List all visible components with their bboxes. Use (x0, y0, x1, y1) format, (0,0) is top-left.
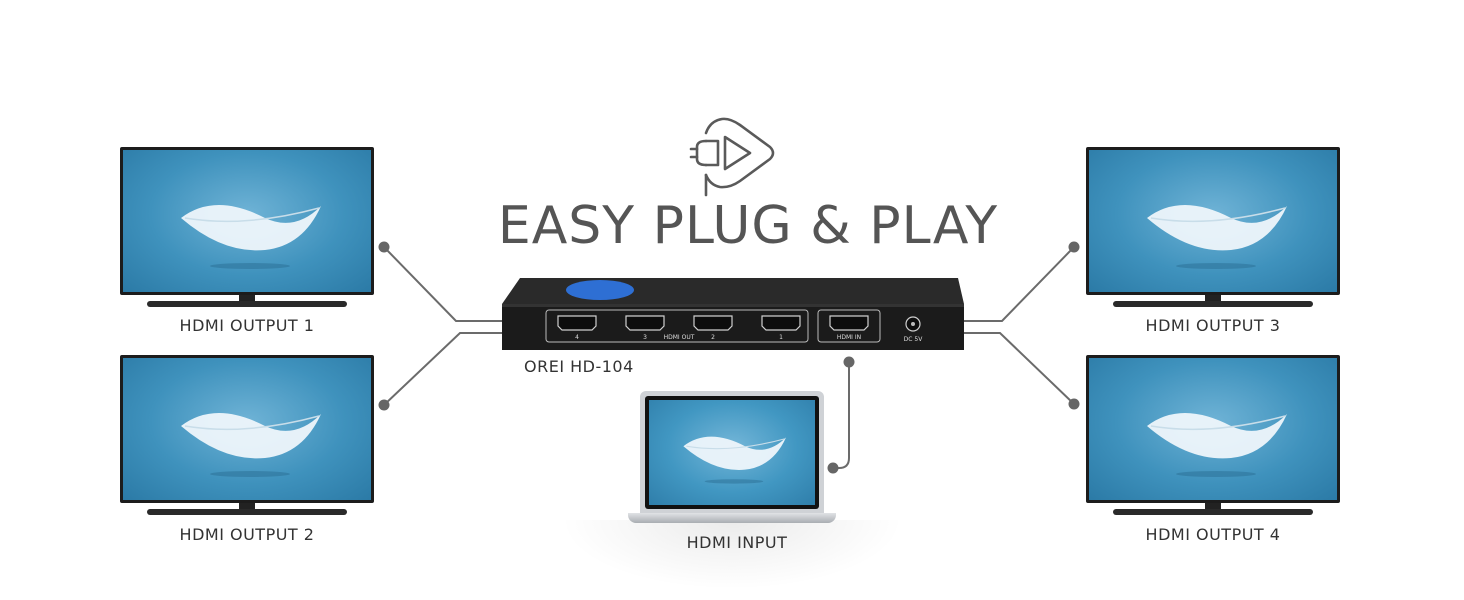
laptop-input (640, 391, 824, 513)
feather-icon (1147, 413, 1287, 477)
port-out-1 (761, 315, 801, 331)
tv-base (147, 509, 347, 515)
tv-screen (1086, 147, 1340, 295)
tv-base (1113, 301, 1313, 307)
label-output-2: HDMI OUTPUT 2 (179, 525, 315, 544)
tv-screen (120, 147, 374, 295)
tv-screen (1086, 355, 1340, 503)
page-title: EASY PLUG & PLAY (497, 196, 999, 256)
device-logo (566, 280, 634, 300)
laptop-base (628, 513, 836, 523)
tv-stand (1205, 503, 1221, 509)
tv-display (123, 358, 371, 500)
label-output-4: HDMI OUTPUT 4 (1145, 525, 1281, 544)
feather-icon (683, 436, 787, 484)
tv-screen (120, 355, 374, 503)
tv-output-4 (1086, 355, 1340, 527)
node-input-top (843, 356, 855, 368)
node-output-1 (378, 241, 390, 253)
tv-stand (239, 503, 255, 509)
port-out-3 (625, 315, 665, 331)
port-label-dc: DC 5V (904, 336, 924, 343)
port-label-1: 1 (779, 334, 783, 341)
device-model-label: OREI HD-104 (524, 357, 634, 376)
tv-stand (1205, 295, 1221, 301)
cable-output-1 (383, 246, 502, 322)
tv-base (1113, 509, 1313, 515)
port-label-4: 4 (575, 334, 579, 341)
tv-output-1 (120, 147, 374, 319)
laptop-shadow (560, 520, 904, 590)
feather-icon (1147, 205, 1287, 269)
port-in (829, 315, 869, 331)
tv-display (1089, 358, 1337, 500)
cable-output-3 (964, 246, 1075, 322)
label-output-1: HDMI OUTPUT 1 (179, 316, 315, 335)
cable-output-2 (383, 332, 502, 406)
node-input-bottom (827, 462, 839, 474)
port-label-hdmi-out: HDMI OUT (664, 334, 695, 341)
tv-display (1089, 150, 1337, 292)
node-output-3 (1068, 241, 1080, 253)
label-output-3: HDMI OUTPUT 3 (1145, 316, 1281, 335)
node-output-4 (1068, 398, 1080, 410)
laptop-display (649, 400, 815, 505)
port-out-2 (693, 315, 733, 331)
laptop-bezel (645, 396, 819, 509)
port-label-3: 3 (643, 334, 647, 341)
cable-output-4 (964, 332, 1075, 405)
tv-output-3 (1086, 147, 1340, 319)
cable-input (833, 362, 850, 469)
plug-play-icon (689, 117, 775, 197)
tv-stand (239, 295, 255, 301)
feather-icon (181, 205, 321, 269)
feather-icon (181, 413, 321, 477)
port-out-4 (557, 315, 597, 331)
node-output-2 (378, 399, 390, 411)
tv-base (147, 301, 347, 307)
port-label-hdmi-in: HDMI IN (837, 334, 861, 341)
tv-display (123, 150, 371, 292)
port-label-2: 2 (711, 334, 715, 341)
hdmi-splitter-device: 4 3 HDMI OUT 2 1 HDMI IN DC 5V (502, 278, 964, 350)
tv-output-2 (120, 355, 374, 527)
label-input: HDMI INPUT (686, 533, 788, 552)
